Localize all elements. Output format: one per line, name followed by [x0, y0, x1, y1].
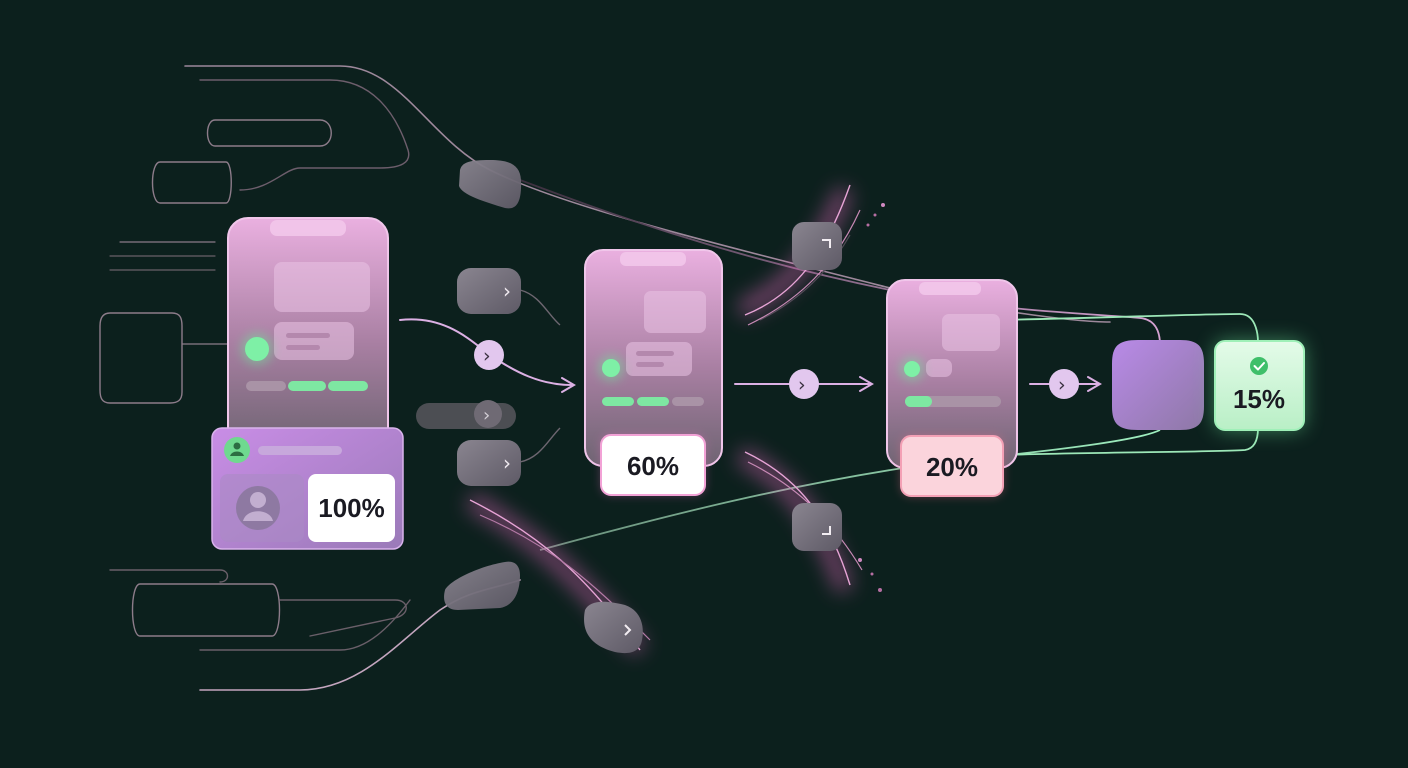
stage-1-user-card: 100%	[211, 427, 404, 550]
chevron-right-icon: ›	[503, 451, 511, 475]
check-circle-icon	[1250, 357, 1268, 375]
user-icon	[233, 442, 241, 450]
chevron-right-icon: ›	[503, 279, 511, 303]
flow-chevron-nodes: › › ›	[474, 340, 1079, 399]
dropoff-tiles	[584, 222, 842, 654]
stage-2-percent: 60%	[627, 451, 679, 481]
final-percent: 15%	[1233, 384, 1285, 414]
stage-1-percent: 100%	[318, 493, 385, 523]
final-stage-box: 15%	[1214, 340, 1305, 431]
corner-arrow-icon	[822, 526, 831, 535]
stage-1-phone	[227, 217, 389, 449]
chevron-right-icon: ›	[483, 405, 490, 426]
stage-3-percent: 20%	[926, 452, 978, 482]
chevron-right-icon: ›	[1058, 374, 1066, 396]
corner-arrow-icon	[822, 239, 831, 248]
branch-chevron-pills: › › ›	[457, 268, 561, 486]
converted-box	[1112, 340, 1204, 430]
stage-2-badge: 60%	[600, 434, 706, 496]
chevron-right-icon: ›	[798, 374, 806, 396]
stage-2-phone	[584, 249, 723, 467]
chevron-right-icon: ›	[483, 345, 491, 367]
corner-arrow-icon	[624, 624, 632, 636]
avatar	[250, 492, 266, 508]
floating-pills	[416, 160, 522, 610]
stage-3-badge: 20%	[900, 435, 1004, 497]
stage-3-phone	[886, 279, 1018, 469]
